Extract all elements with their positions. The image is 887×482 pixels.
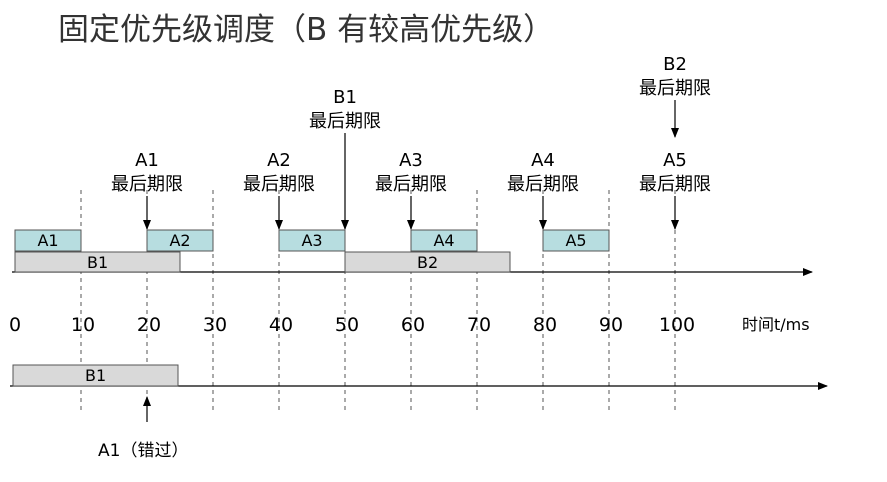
page-title: 固定优先级调度（B 有较高优先级） <box>58 12 555 48</box>
task-a-block-a4 <box>410 229 478 252</box>
tick-labels: 0 10 20 30 40 50 60 70 80 90 100 时间t/ms <box>9 314 810 336</box>
tick-label-80: 80 <box>533 314 557 336</box>
task-a-label: A2 <box>169 231 190 250</box>
task-b-label: B1 <box>85 366 106 385</box>
deadline-markers: A1 最后期限 A2 最后期限 A3 最后期限 A4 最后期限 A5 最后期限 B1 最后期限 B2 最后… <box>111 54 711 230</box>
tick-label-70: 70 <box>467 314 491 336</box>
tick-label-40: 40 <box>269 314 293 336</box>
task-a-block-a5 <box>542 229 610 252</box>
task-a-label: A1 <box>37 231 58 250</box>
deadline-task-label: A4 <box>531 150 555 171</box>
tick-label-50: 50 <box>335 314 359 336</box>
tick-label-90: 90 <box>599 314 623 336</box>
task-b-block-b1-timeline2 <box>12 364 179 387</box>
tick-label-30: 30 <box>203 314 227 336</box>
missed-label: A1（错过） <box>98 441 188 461</box>
tick-label-0: 0 <box>9 314 21 336</box>
tick-label-100: 100 <box>659 314 695 336</box>
task-a-block-a2 <box>146 229 214 252</box>
task-b-label: B1 <box>87 253 108 272</box>
task-a-label: A5 <box>565 231 586 250</box>
time-unit-label: 时间t/ms <box>742 315 810 334</box>
task-a-block-a1 <box>14 229 82 252</box>
task-b-label: B2 <box>417 253 438 272</box>
tick-label-10: 10 <box>71 314 95 336</box>
deadline-label: 最后期限 <box>375 174 447 195</box>
task-b-block-b2 <box>344 251 511 273</box>
deadline-task-label: B1 <box>333 87 357 108</box>
tick-label-20: 20 <box>137 314 161 336</box>
task-a-label: A4 <box>433 231 454 250</box>
task-a-block-a3 <box>278 229 346 252</box>
deadline-label: 最后期限 <box>639 78 711 99</box>
deadline-label: 最后期限 <box>507 174 579 195</box>
deadline-task-label: A3 <box>399 150 423 171</box>
tick-label-60: 60 <box>401 314 425 336</box>
deadline-task-label: B2 <box>663 54 687 75</box>
deadline-label: 最后期限 <box>243 174 315 195</box>
deadline-task-label: A2 <box>267 150 291 171</box>
deadline-task-label: A5 <box>663 150 687 171</box>
deadline-label: 最后期限 <box>111 174 183 195</box>
task-a-label: A3 <box>301 231 322 250</box>
deadline-task-label: A1 <box>135 150 159 171</box>
task-b-block-b1 <box>14 251 181 273</box>
deadline-label: 最后期限 <box>639 174 711 195</box>
deadline-label: 最后期限 <box>309 111 381 132</box>
